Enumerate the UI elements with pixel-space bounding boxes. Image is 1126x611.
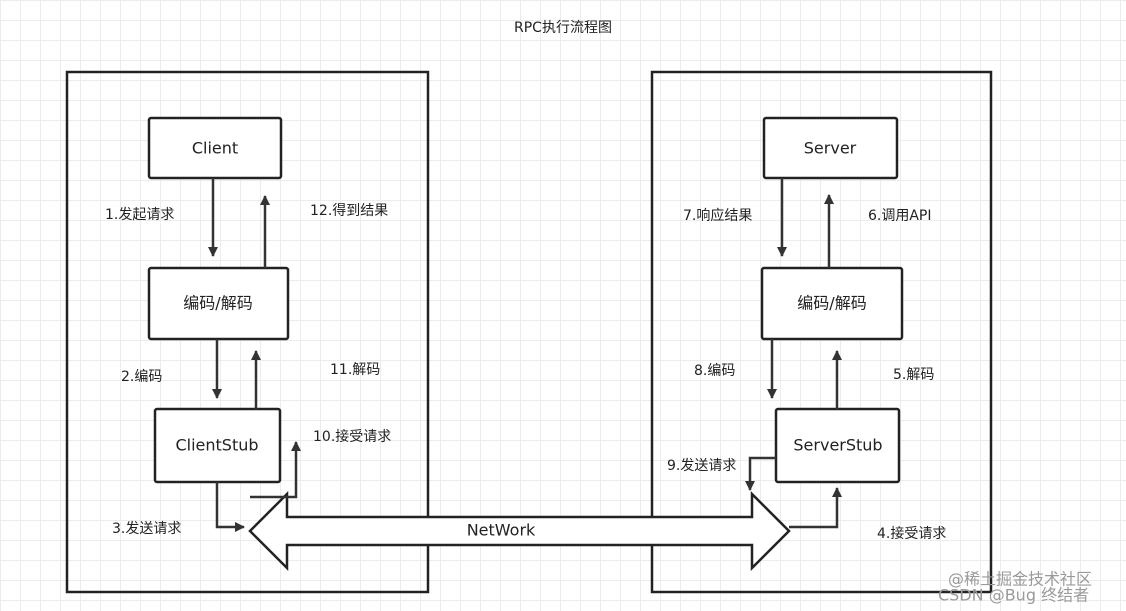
arrow-serverstub-receive xyxy=(789,487,842,529)
step-11-label: 11.解码 xyxy=(330,362,380,378)
server-codec-node xyxy=(760,266,904,341)
server-codec-label: 编码/解码 xyxy=(797,294,866,313)
network-label: NetWork xyxy=(467,521,536,540)
arrow-clientstub-send xyxy=(215,482,245,532)
server-stub-label: ServerStub xyxy=(793,436,882,455)
step-7-label: 7.响应结果 xyxy=(683,207,752,224)
step-4-label: 4.接受请求 xyxy=(877,525,946,542)
arrow-serverstub-send xyxy=(745,456,776,491)
server-node-label: Server xyxy=(804,139,857,158)
server-node xyxy=(762,116,899,180)
client-codec-node xyxy=(147,266,290,341)
client-codec-label: 编码/解码 xyxy=(183,294,252,313)
client-side-frame xyxy=(65,70,430,594)
client-node-label: Client xyxy=(192,139,238,158)
step-5-label: 5.解码 xyxy=(893,367,934,383)
server-side-frame xyxy=(650,70,993,594)
diagram-title: RPC执行流程图 xyxy=(514,20,612,36)
client-node xyxy=(147,116,283,180)
step-3-label: 3.发送请求 xyxy=(112,521,181,537)
step-2-label: 2.编码 xyxy=(121,369,162,385)
step-12-label: 12.得到结果 xyxy=(310,202,388,219)
arrow-clientstub-receive xyxy=(250,441,301,499)
step-8-label: 8.编码 xyxy=(694,363,735,379)
step-10-label: 10.接受请求 xyxy=(313,428,391,445)
step-1-label: 1.发起请求 xyxy=(105,207,174,223)
watermark-juejin: @稀土掘金技术社区 xyxy=(948,570,1092,589)
step-9-label: 9.发送请求 xyxy=(667,458,736,474)
watermark-csdn: CSDN @Bug 终结者 xyxy=(938,586,1089,605)
network-arrow xyxy=(248,490,791,572)
client-stub-label: ClientStub xyxy=(175,436,258,455)
step-6-label: 6.调用API xyxy=(868,208,932,224)
